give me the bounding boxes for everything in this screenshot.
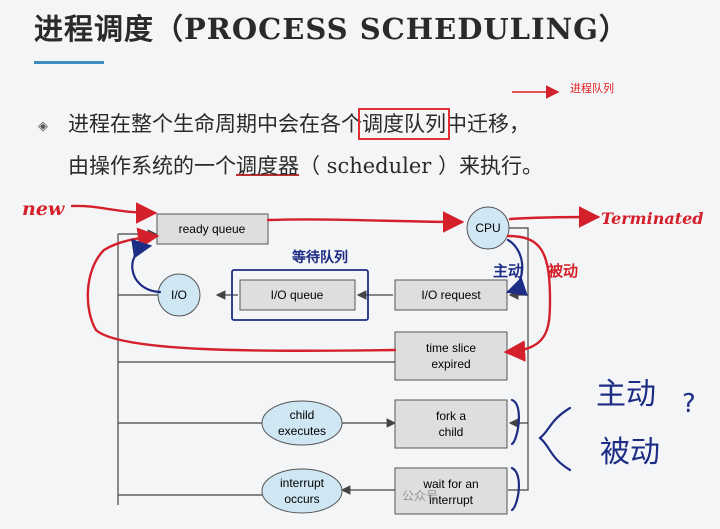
fork-label-2: child bbox=[439, 425, 464, 439]
blue-annotations bbox=[131, 238, 572, 512]
wait-interrupt-box: wait for an interrupt bbox=[394, 467, 508, 515]
io-queue-bracket bbox=[231, 269, 369, 321]
child-label-1: child bbox=[290, 408, 315, 422]
wait-label-1: wait for an bbox=[422, 477, 478, 491]
return-loop bbox=[86, 227, 397, 353]
io-to-ready-arrow bbox=[131, 238, 162, 294]
fork-label-1: fork a bbox=[436, 409, 466, 423]
ready-queue-box: ready queue bbox=[156, 213, 269, 245]
preempt-path bbox=[503, 234, 552, 362]
line2-tail: （ scheduler ）来执行。 bbox=[299, 154, 543, 178]
child-executes-node: child executes bbox=[261, 400, 343, 446]
hw-terminated: Terminated bbox=[601, 209, 703, 228]
right-brace bbox=[510, 398, 520, 512]
io-queue-box: I/O queue bbox=[239, 279, 356, 311]
new-arrow bbox=[70, 202, 158, 224]
ready-to-cpu-arrow bbox=[266, 211, 465, 233]
terminated-arrow bbox=[508, 206, 601, 228]
hw-active: 主动 bbox=[493, 262, 523, 280]
bullet-line-1: 进程在整个生命周期中会在各个调度队列中迁移， bbox=[68, 108, 530, 140]
io-request-label: I/O request bbox=[421, 288, 481, 302]
interrupt-label-2: occurs bbox=[284, 492, 319, 506]
watermark: 公众号 bbox=[402, 489, 439, 503]
io-node: I/O bbox=[157, 273, 201, 317]
page-title: 进程调度（PROCESS SCHEDULING） bbox=[34, 12, 629, 46]
hw-queue-note: 等待队列 bbox=[292, 249, 348, 266]
time-slice-label-2: expired bbox=[431, 357, 470, 371]
hw-passive: 被动 bbox=[548, 262, 578, 280]
io-queue-label: I/O queue bbox=[271, 288, 324, 302]
interrupt-occurs-node: interrupt occurs bbox=[261, 468, 343, 514]
time-slice-label-1: time slice bbox=[426, 341, 476, 355]
cpu-node: CPU bbox=[466, 206, 510, 250]
scheduling-queue-highlight: 调度队列 bbox=[358, 108, 450, 140]
line1-text: 进程在整个生命周期中会在各个 bbox=[68, 112, 362, 136]
annotation-queue-label: 进程队列 bbox=[570, 82, 614, 95]
hw-question: ? bbox=[682, 389, 696, 419]
hw-right-active: 主动 bbox=[596, 377, 656, 412]
line1-tail: 中迁移， bbox=[446, 112, 530, 136]
cpu-to-iorequest-arrow bbox=[505, 238, 528, 296]
curly-brace bbox=[538, 406, 572, 472]
title-underline bbox=[34, 61, 104, 64]
interrupt-label-1: interrupt bbox=[280, 476, 325, 490]
io-label: I/O bbox=[171, 288, 187, 302]
scheduler-highlight: 调度器 bbox=[236, 154, 299, 178]
ready-queue-label: ready queue bbox=[179, 222, 246, 236]
line2-text: 由操作系统的一个 bbox=[68, 154, 236, 178]
child-label-2: executes bbox=[278, 424, 326, 438]
bullet-line-2: 由操作系统的一个调度器（ scheduler ）来执行。 bbox=[68, 150, 543, 180]
io-request-box: I/O request bbox=[394, 279, 508, 311]
hw-right-passive: 被动 bbox=[600, 435, 660, 470]
fork-child-box: fork a child bbox=[394, 399, 508, 449]
time-slice-box: time slice expired bbox=[394, 331, 508, 381]
wait-label-2: interrupt bbox=[429, 493, 474, 507]
bullet-icon: ◈ bbox=[38, 119, 48, 134]
cpu-label: CPU bbox=[475, 221, 500, 235]
hw-new: new bbox=[22, 198, 65, 220]
red-annotations bbox=[70, 202, 601, 362]
